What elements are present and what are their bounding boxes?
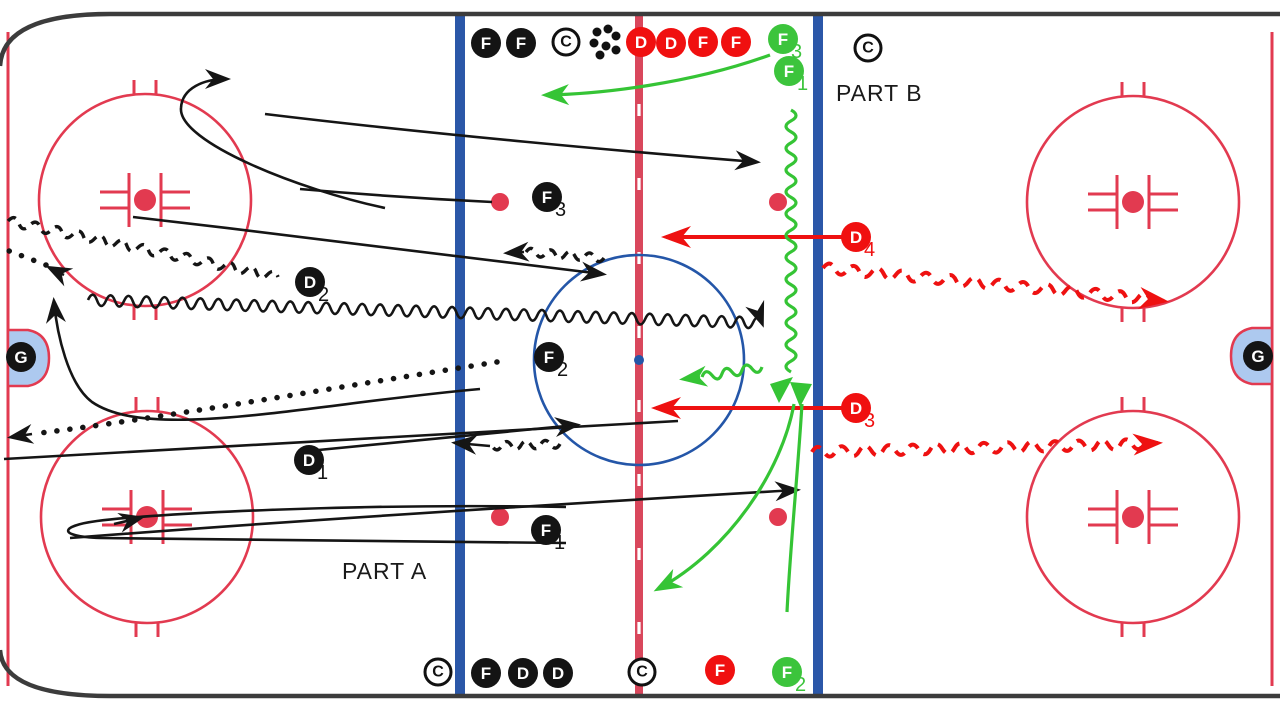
shot-path-long (29, 359, 500, 437)
puck-icon (592, 27, 602, 37)
skate-path-low (69, 481, 801, 540)
drill-paths (1, 53, 1169, 613)
puck-icon (589, 38, 599, 48)
faceoff-circle (37, 80, 253, 320)
green-skate-curl (653, 403, 796, 592)
green-carry-mid-arrow (679, 365, 709, 387)
pass-path-neutral-1 (524, 246, 606, 264)
green-skate-down (785, 403, 804, 613)
faceoff-circles (37, 80, 1241, 637)
shot-path-long-arrow (7, 423, 35, 444)
pass-path-diag-corner (6, 216, 280, 280)
green-carry-vertical (784, 108, 798, 374)
skate-path-hairpin-arrow (113, 512, 145, 533)
puck-icon (595, 50, 605, 60)
skate-path-mid (132, 215, 607, 282)
shot-path-corner (1, 246, 49, 268)
pass-path-neutral-1-arrow (503, 241, 530, 262)
green-carry-mid (700, 363, 764, 381)
goal-crease-right (1229, 326, 1274, 386)
skate-path-to-puck (299, 187, 493, 204)
faceoff-dot (491, 508, 509, 526)
blue-line-left (455, 14, 465, 696)
faceoff-circle (1025, 82, 1241, 322)
skate-path-top (264, 112, 761, 171)
red-carry-bottom (810, 437, 1146, 459)
puck-icon (601, 41, 611, 51)
faceoff-circle (1025, 397, 1241, 637)
puck-icon (611, 31, 621, 41)
board-bottom (0, 649, 1280, 699)
faceoff-dot (769, 508, 787, 526)
puck-icon (603, 24, 613, 34)
red-carry-top-arrow (1137, 286, 1169, 309)
faceoff-dot (769, 193, 787, 211)
shot-path-corner-arrow (45, 265, 74, 287)
blue-line-right (813, 14, 823, 696)
green-arrowhead-icon (790, 382, 812, 407)
green-skate-top (541, 53, 771, 106)
puck-icon (611, 45, 621, 55)
center-dot (634, 355, 644, 365)
goal-crease-left (6, 328, 51, 388)
puck-cluster-icon (589, 24, 621, 60)
skate-path-cross (3, 419, 679, 461)
red-carry-top (821, 261, 1152, 305)
skate-path-hook (179, 69, 386, 210)
pass-path-neutral-2-arrow (451, 434, 491, 455)
rink-markings (0, 11, 1280, 699)
neutral-zone-dots (491, 193, 787, 526)
faceoff-dot (491, 193, 509, 211)
red-carry-bottom-arrow (1132, 433, 1163, 456)
pass-path-neutral-2 (490, 438, 562, 452)
skate-path-curl-up (46, 297, 481, 422)
green-arrowhead-icon (770, 377, 793, 403)
puck-carry-path-main (86, 293, 765, 330)
skate-path-hairpin (66, 504, 567, 545)
part-b-label: PART B (836, 80, 923, 106)
part-a-label: PART A (342, 558, 428, 584)
board-top (0, 11, 1280, 67)
